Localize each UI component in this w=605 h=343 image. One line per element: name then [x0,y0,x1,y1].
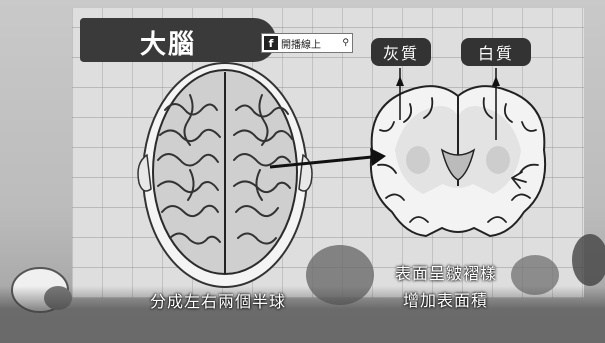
brain-coronal-section [369,85,547,238]
decorative-blob-edge [572,234,605,286]
brain-top-view [137,62,313,288]
bottom-shade [0,286,605,343]
facebook-badge-label: 開播線上 [281,39,321,51]
page-title-bar: 大腦 [80,18,276,62]
gray-matter-label: 灰質 [371,38,431,66]
caption-folds: 表面呈皺褶樣 [395,264,498,283]
white-matter-label: 白質 [461,38,531,66]
decorative-blob-right [511,255,559,295]
gray-matter-pointer-head [396,76,404,86]
facebook-icon: f [264,36,278,50]
white-matter-pointer-head [492,76,500,86]
gray-matter-text: 灰質 [382,44,419,63]
caption-surface-area: 增加表面積 [403,291,489,310]
search-icon: ⚲ [342,38,349,48]
arrow-icon [269,148,386,169]
white-matter-text: 白質 [477,44,514,63]
facebook-badge: f 開播線上 ⚲ [261,33,353,53]
caption-hemispheres: 分成左右兩個半球 [150,292,287,311]
page-title: 大腦 [140,30,197,60]
